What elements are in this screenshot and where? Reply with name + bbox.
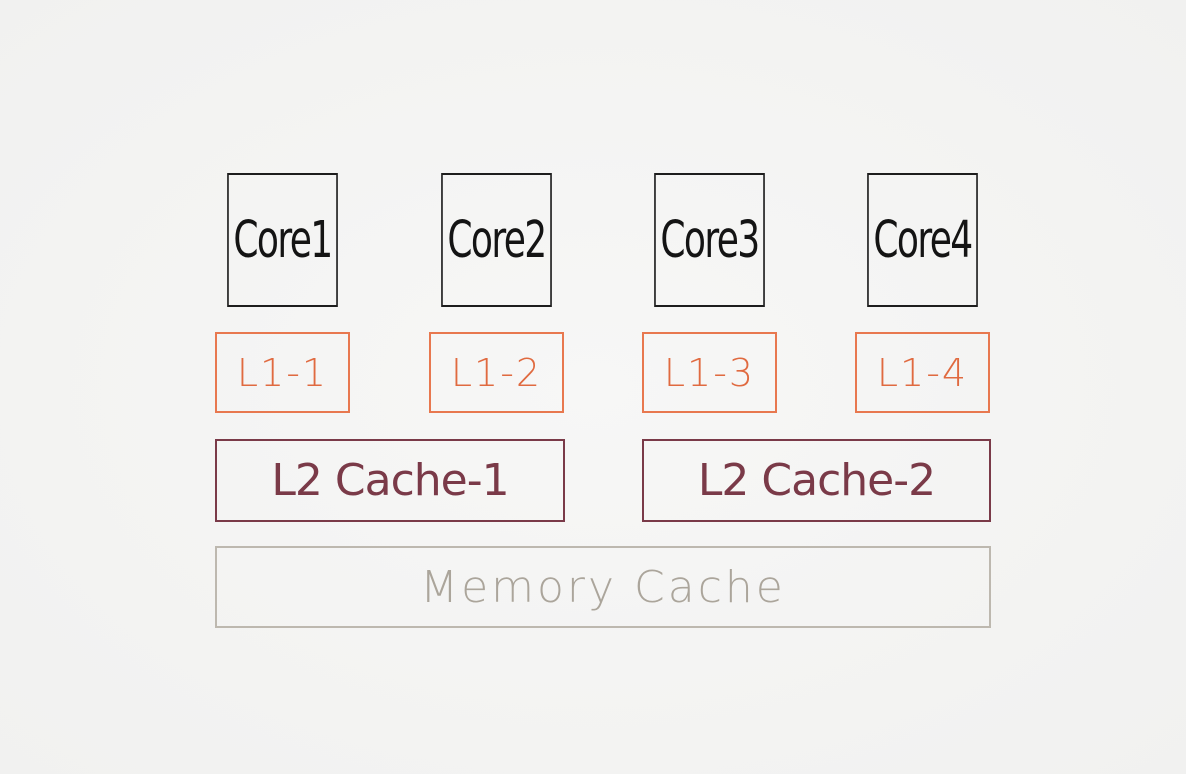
core-label-3: Core3 — [660, 210, 760, 270]
l1-cache-box-1: L1-1 — [215, 332, 350, 413]
core-label-2: Core2 — [447, 210, 547, 270]
core-label-1: Core1 — [233, 210, 333, 270]
l2-cache-box-1: L2 Cache-1 — [215, 439, 565, 522]
core-label-4: Core4 — [873, 210, 973, 270]
l1-cache-label-1: L1-1 — [236, 350, 329, 395]
core-box-2: Core2 — [441, 173, 552, 307]
memory-cache-box: Memory Cache — [215, 546, 991, 628]
l1-cache-label-4: L1-4 — [876, 350, 969, 395]
l1-cache-box-2: L1-2 — [429, 332, 564, 413]
l1-cache-box-4: L1-4 — [855, 332, 990, 413]
l2-cache-label-1: L2 Cache-1 — [271, 455, 509, 506]
l1-cache-label-2: L1-2 — [450, 350, 543, 395]
core-box-3: Core3 — [654, 173, 765, 307]
l1-cache-label-3: L1-3 — [663, 350, 756, 395]
l2-cache-box-2: L2 Cache-2 — [642, 439, 991, 522]
l1-cache-box-3: L1-3 — [642, 332, 777, 413]
l2-cache-label-2: L2 Cache-2 — [697, 455, 936, 506]
core-box-1: Core1 — [227, 173, 338, 307]
memory-cache-label: Memory Cache — [420, 561, 786, 613]
core-box-4: Core4 — [867, 173, 978, 307]
